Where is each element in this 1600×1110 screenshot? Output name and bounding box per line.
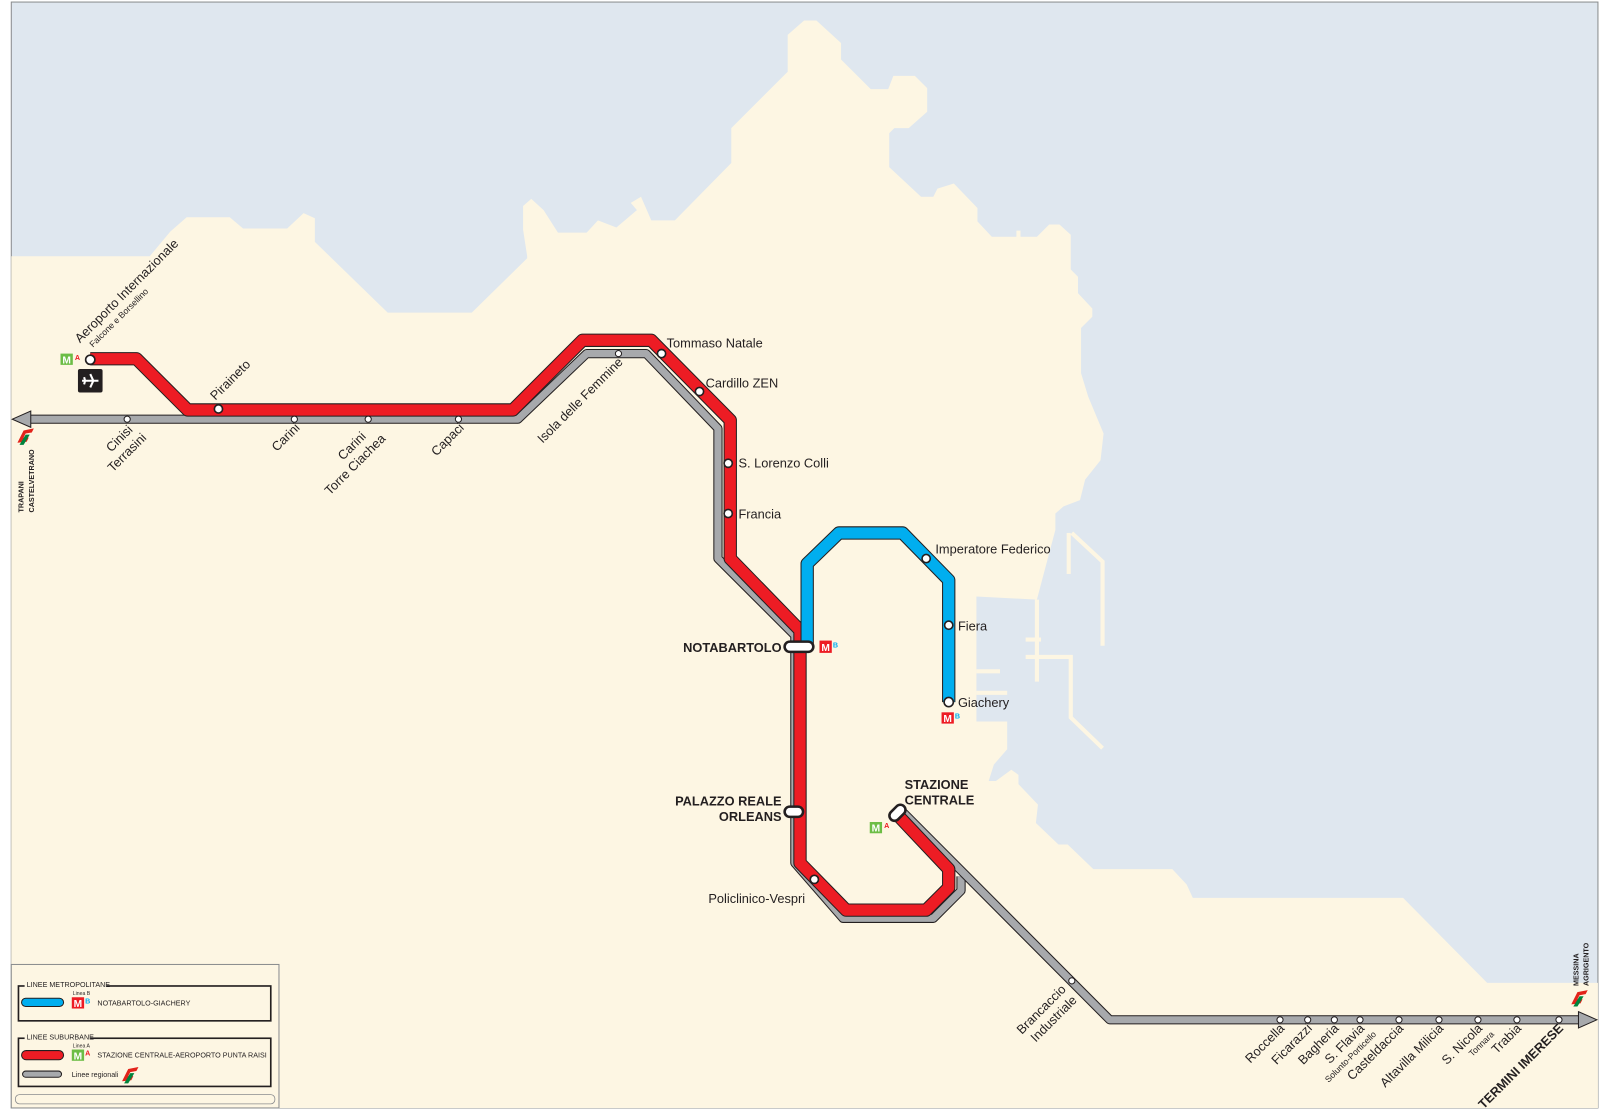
svg-text:M: M <box>74 1051 83 1062</box>
station-label-policlinico: Policlinico-Vespri <box>708 891 805 906</box>
svg-text:B: B <box>955 712 960 720</box>
metro-logo-icon: M A <box>60 353 80 366</box>
svg-text:B: B <box>85 997 90 1005</box>
svg-text:M: M <box>62 355 71 366</box>
station-dot[interactable] <box>1356 1016 1364 1024</box>
station-dot[interactable] <box>1068 977 1076 985</box>
station-dot[interactable] <box>123 415 131 423</box>
station-dot[interactable] <box>1474 1016 1482 1024</box>
interchange-stazione-centrale[interactable] <box>887 803 907 823</box>
station-label-stazione: STAZIONE <box>905 777 969 792</box>
svg-text:TRAPANI: TRAPANI <box>18 481 26 512</box>
station-dot-piraineto[interactable] <box>213 404 224 414</box>
station-label-francia: Francia <box>738 507 782 522</box>
regional-line[interactable] <box>11 348 1599 1029</box>
legend-suburban-title: LINEE SUBURBANE <box>27 1033 94 1041</box>
line-a[interactable] <box>90 333 956 917</box>
station-label-imperatore: Imperatore Federico <box>935 541 1050 556</box>
station-dot[interactable] <box>614 350 623 358</box>
station-dot[interactable] <box>1276 1016 1284 1024</box>
legend-line-a-swatch <box>21 1050 65 1061</box>
legend-regional-swatch <box>22 1070 63 1078</box>
port-piers <box>976 230 1105 750</box>
station-dot-cardillo[interactable] <box>694 386 705 397</box>
svg-text:CASTELVETRANO: CASTELVETRANO <box>28 449 36 512</box>
legend-line-a-caption: Linea A <box>73 1043 91 1049</box>
station-dot[interactable] <box>1435 1016 1443 1024</box>
station-dot[interactable] <box>1304 1016 1312 1024</box>
svg-text:M: M <box>74 999 83 1010</box>
station-dot-lorenzo[interactable] <box>723 458 734 469</box>
interchange-notabartolo[interactable] <box>783 640 815 654</box>
west-arrow-icon <box>11 410 32 429</box>
station-dot[interactable] <box>290 415 298 423</box>
station-dot[interactable] <box>1330 1016 1338 1024</box>
interchange-palazzo-reale[interactable] <box>783 805 805 819</box>
metro-logo-icon: M A <box>869 821 889 835</box>
station-dot-tommaso-natale[interactable] <box>656 348 667 359</box>
legend-footer <box>14 1094 276 1105</box>
station-label-cardillo: Cardillo ZEN <box>706 375 779 390</box>
svg-text:AGRIGENTO: AGRIGENTO <box>1583 942 1591 986</box>
station-label-lorenzo: S. Lorenzo Colli <box>738 455 828 470</box>
legend-line-b-swatch <box>21 997 65 1007</box>
station-dot-francia[interactable] <box>723 508 734 519</box>
svg-text:A: A <box>75 354 80 362</box>
east-destination: MESSINA AGRIGENTO <box>1572 942 1590 986</box>
station-label-palazzo-reale: PALAZZO REALE <box>675 794 782 809</box>
airplane-icon <box>77 368 103 393</box>
west-destination: TRAPANI CASTELVETRANO <box>18 449 36 512</box>
metro-logo-icon <box>71 1049 85 1061</box>
legend-line-b-name: NOTABARTOLO-GIACHERY <box>97 999 190 1007</box>
station-dot-airport[interactable] <box>84 354 96 366</box>
svg-text:B: B <box>833 642 838 650</box>
station-label-fiera: Fiera <box>958 618 988 633</box>
legend-regional-label: Linee regionali <box>72 1071 119 1079</box>
metro-logo-icon: M B <box>941 712 960 725</box>
svg-text:M: M <box>943 714 952 725</box>
line-b[interactable] <box>800 526 956 703</box>
station-dot[interactable] <box>1513 1016 1521 1024</box>
legend: LINEE METROPOLITANE Linea B M B NOTABART… <box>10 963 280 1109</box>
legend-metro-title: LINEE METROPOLITANE <box>27 981 111 989</box>
svg-text:M: M <box>821 643 830 654</box>
station-label-giachery: Giachery <box>958 695 1010 710</box>
station-label-orleans: ORLEANS <box>719 809 782 824</box>
station-label-notabartolo: NOTABARTOLO <box>683 640 781 655</box>
metro-logo-icon: M B <box>819 640 838 654</box>
station-label-tommaso-natale: Tommaso Natale <box>667 335 763 350</box>
station-dot[interactable] <box>1395 1016 1403 1024</box>
station-label-centrale: CENTRALE <box>905 793 975 808</box>
legend-line-b-caption: Linea B <box>73 991 91 997</box>
east-arrow-icon <box>1577 1010 1599 1029</box>
regional-station-markers[interactable] <box>123 350 1563 1024</box>
station-dot[interactable] <box>454 415 463 423</box>
metro-logo-icon <box>71 997 85 1009</box>
svg-text:A: A <box>85 1050 90 1058</box>
station-dot-policlinico[interactable] <box>809 874 820 885</box>
station-dot[interactable] <box>364 415 372 423</box>
legend-line-a-name: STAZIONE CENTRALE-AEROPORTO PUNTA RAISI <box>97 1052 266 1060</box>
station-dot-giachery[interactable] <box>943 696 955 708</box>
svg-text:M: M <box>872 824 881 835</box>
svg-text:A: A <box>884 822 889 830</box>
station-dot[interactable] <box>1555 1016 1563 1024</box>
svg-text:MESSINA: MESSINA <box>1572 953 1580 986</box>
station-markers[interactable] <box>84 348 955 885</box>
station-dot-fiera[interactable] <box>943 620 954 631</box>
station-dot-imperatore[interactable] <box>921 553 932 564</box>
